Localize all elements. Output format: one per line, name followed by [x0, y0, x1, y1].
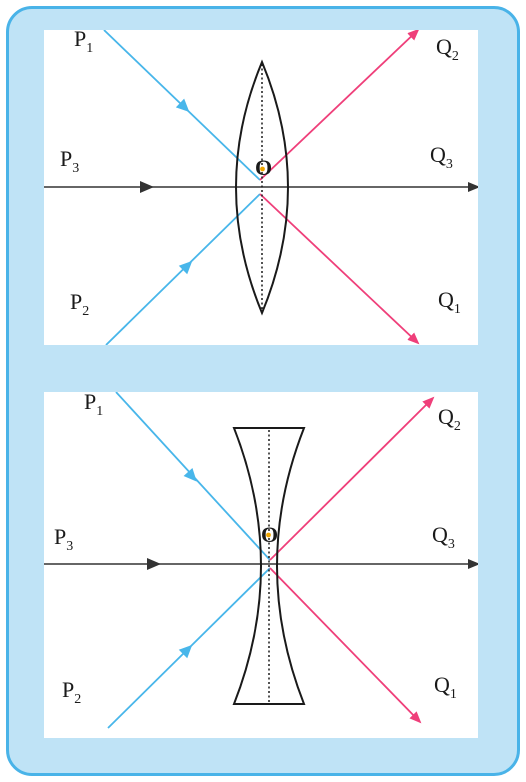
- label-p3: P3: [60, 146, 79, 176]
- convex-lens-diagram: O P1 P3 P2 Q2 Q3 Q1: [44, 30, 478, 345]
- label-p2: P2: [70, 289, 89, 319]
- label-p1: P1: [74, 30, 93, 56]
- incident-ray-p1-arrow: [175, 98, 190, 113]
- axis-ray-midarrow: [140, 181, 154, 193]
- incident-ray-p2-arrow: [178, 260, 193, 275]
- label-q2: Q2: [438, 404, 461, 434]
- label-q1: Q1: [438, 287, 461, 317]
- optical-center-dot: [260, 166, 265, 172]
- label-p3: P3: [54, 524, 73, 554]
- optical-center-dot: [266, 532, 271, 538]
- label-q3: Q3: [432, 522, 455, 552]
- incident-ray-p1-arrow: [183, 467, 197, 482]
- axis-ray-midarrow: [147, 558, 161, 570]
- label-p2: P2: [62, 677, 81, 707]
- label-q1: Q1: [434, 672, 457, 702]
- concave-lens-outline: [232, 427, 306, 705]
- label-p1: P1: [84, 392, 103, 419]
- refracted-ray-q1: [269, 567, 422, 724]
- convex-lens-svg: O P1 P3 P2 Q2 Q3 Q1: [44, 30, 478, 345]
- refracted-ray-q1: [259, 193, 420, 345]
- refracted-ray-q2: [259, 30, 420, 181]
- concave-lens-diagram: O P1 P3 P2 Q2 Q3 Q1: [44, 392, 478, 738]
- label-q2: Q2: [436, 34, 459, 64]
- concave-lens-svg: O P1 P3 P2 Q2 Q3 Q1: [44, 392, 478, 729]
- convex-lens-outline: [235, 59, 289, 316]
- refracted-ray-q2: [269, 396, 435, 561]
- label-q3: Q3: [430, 142, 453, 172]
- incident-ray-p2-arrow: [178, 644, 193, 659]
